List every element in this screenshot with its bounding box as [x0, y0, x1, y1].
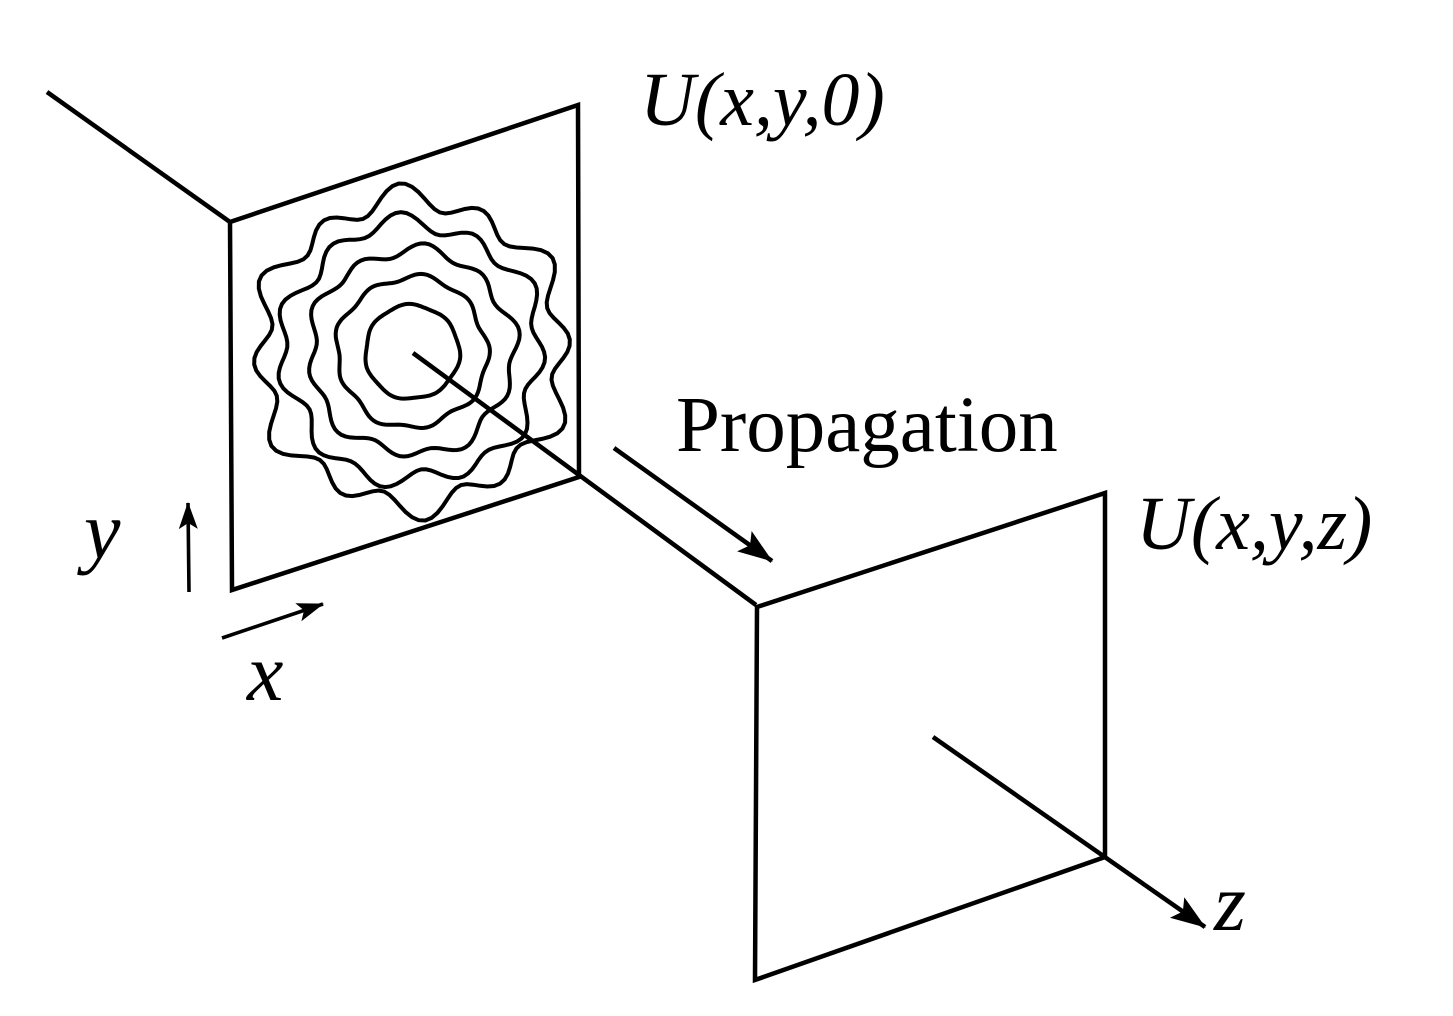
- observation-plane-label: U(x,y,z): [1136, 482, 1373, 566]
- propagation-label: Propagation: [676, 382, 1058, 469]
- y-axis-label: y: [84, 485, 121, 576]
- observation-plane: [752, 489, 1108, 984]
- source-plane: [227, 101, 582, 594]
- wavefront-contour-ring: [252, 181, 572, 523]
- y-axis-arrow: [178, 502, 198, 593]
- wavefront-contour-ring: [333, 271, 492, 431]
- optical-axis-line: [411, 351, 758, 607]
- z-axis-label: z: [1214, 857, 1246, 948]
- incoming-axis-line: [45, 90, 232, 224]
- source-plane-label: U(x,y,0): [640, 58, 885, 142]
- x-axis-arrow: [221, 602, 324, 640]
- z-axis-arrow: [931, 735, 1207, 929]
- wavefront-contour-ring: [307, 241, 522, 459]
- x-axis-label: x: [247, 627, 284, 718]
- wavefront-contours: [252, 181, 572, 523]
- wavefront-contour-ring: [276, 210, 548, 490]
- propagation-arrow: [612, 446, 774, 563]
- wavefront-contour-ring: [363, 301, 463, 401]
